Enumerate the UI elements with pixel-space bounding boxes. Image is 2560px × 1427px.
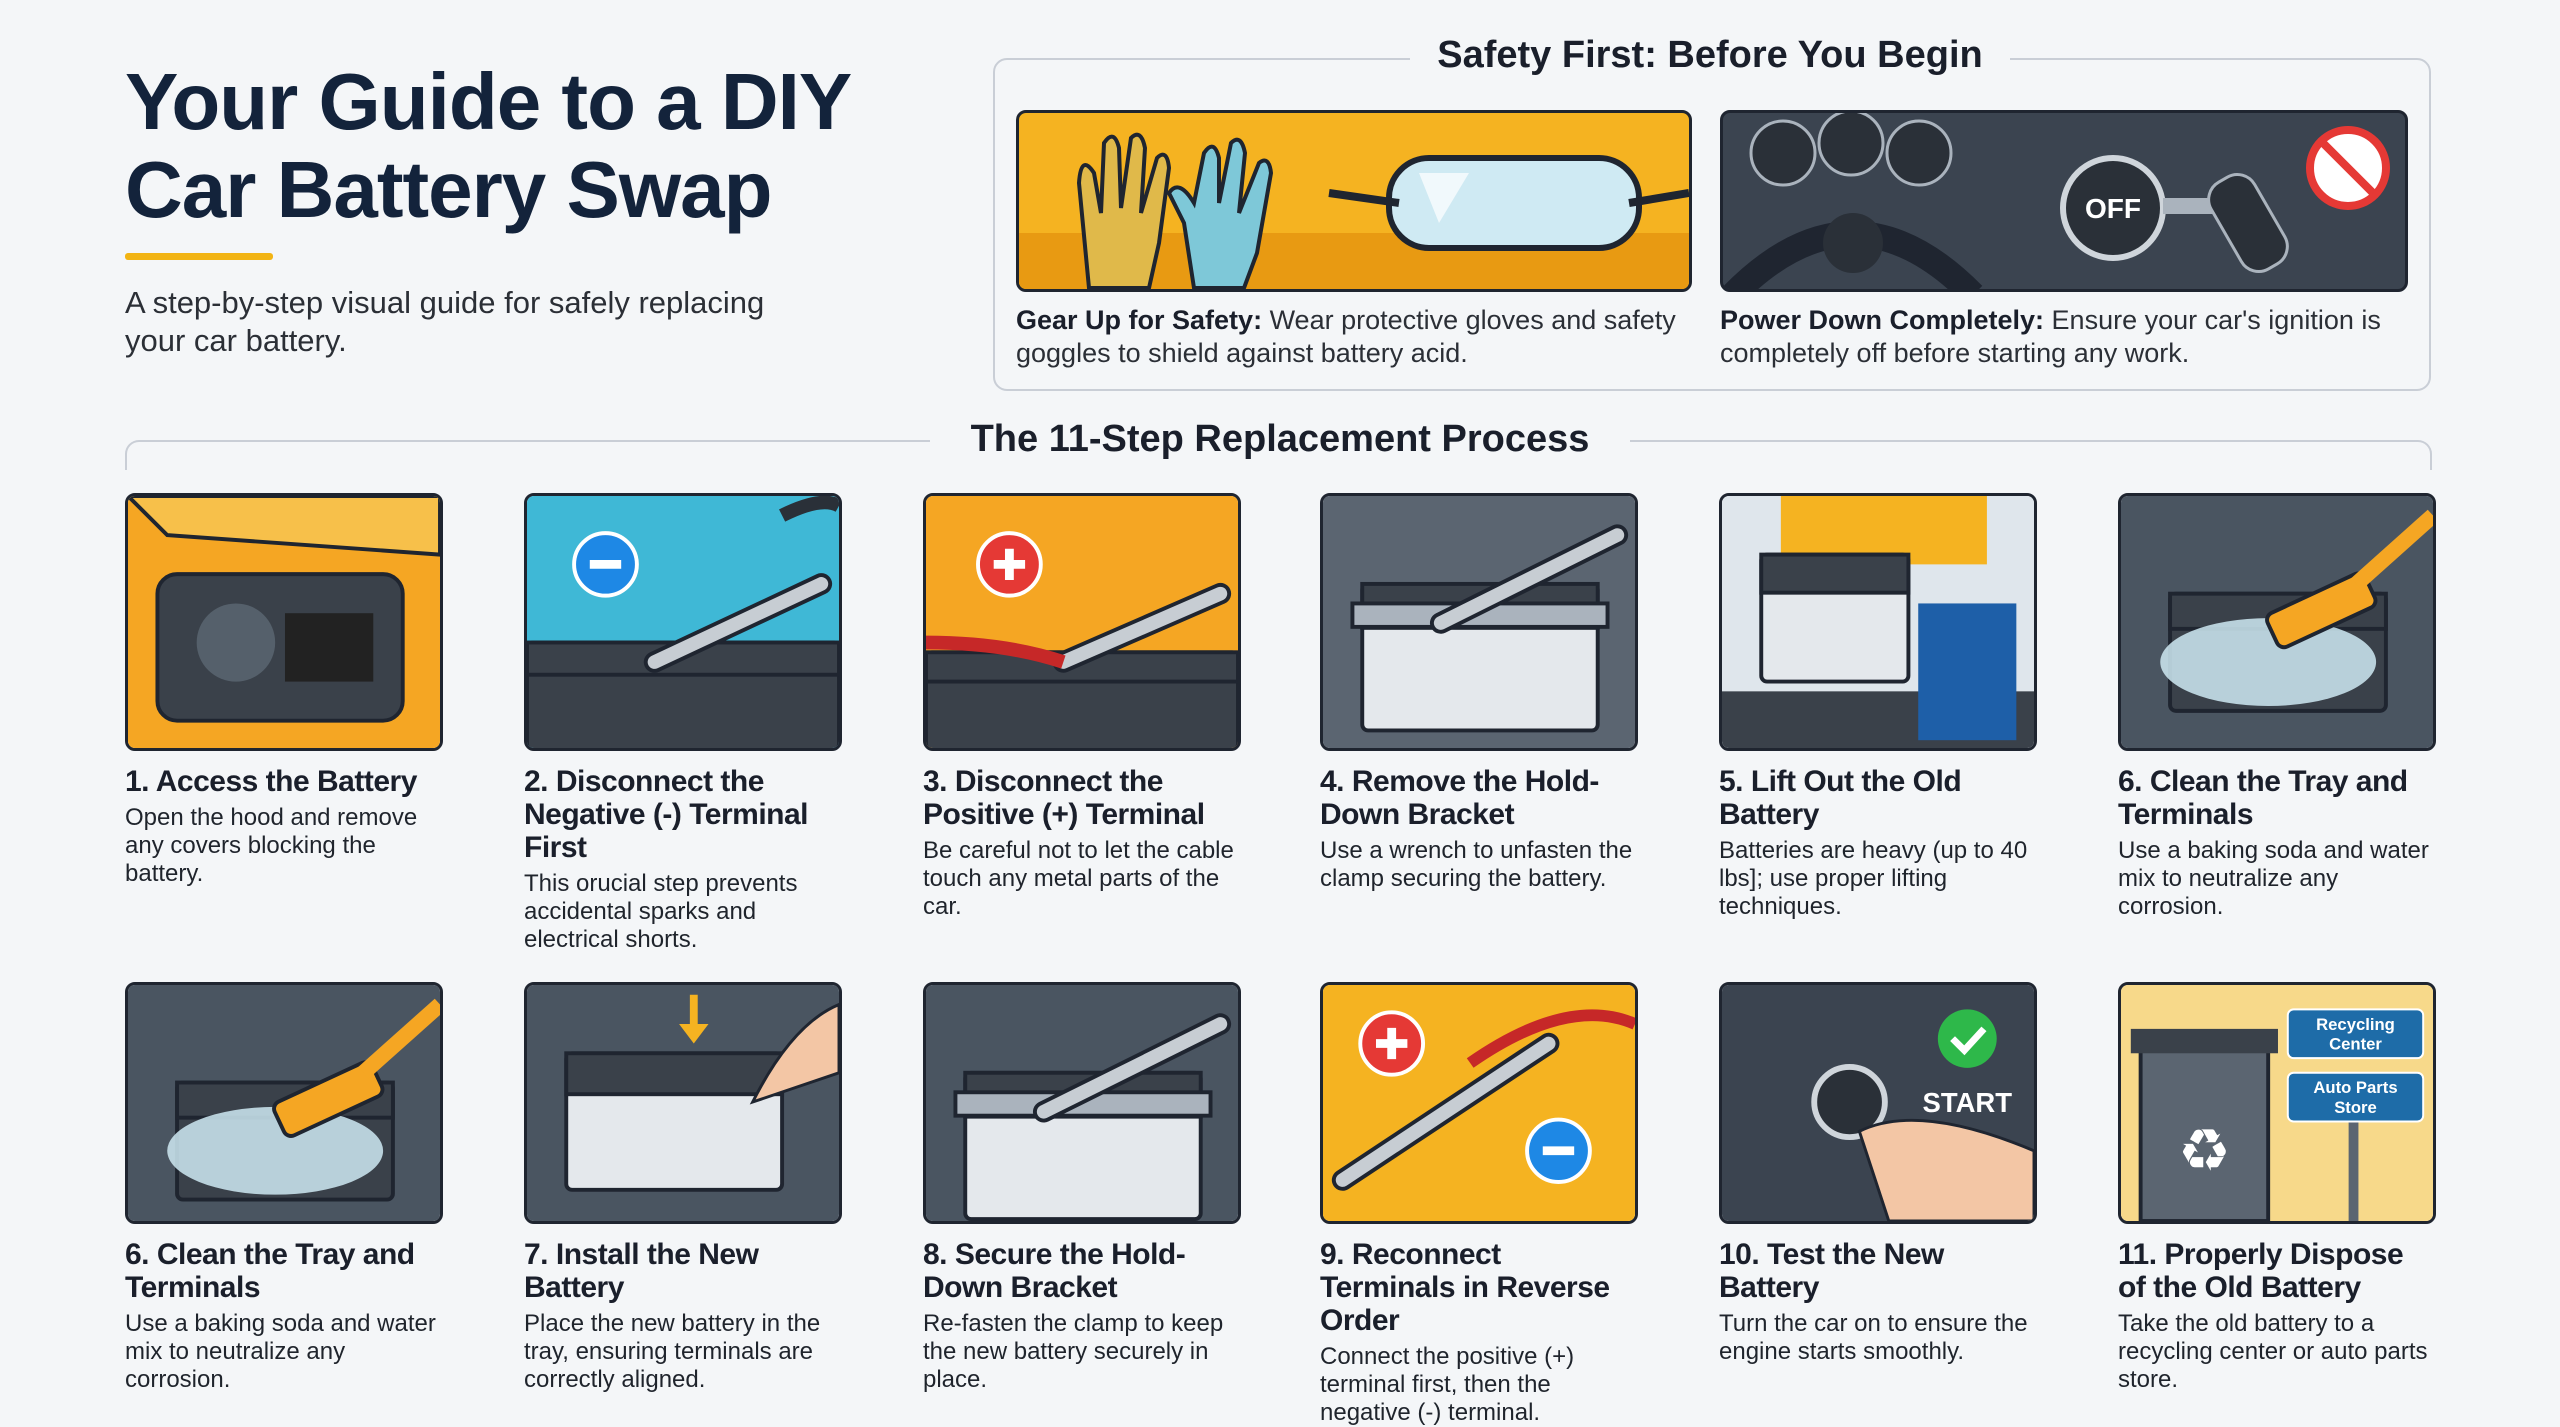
step-description: Re-fasten the clamp to keep the new batt…	[923, 1310, 1224, 1393]
step-description: Use a baking soda and water mix to neutr…	[125, 1310, 436, 1393]
lift-battery-icon	[1719, 493, 2037, 751]
open-hood-icon	[125, 493, 443, 751]
bracket-wrench-icon	[1320, 493, 1638, 751]
step-title: 5. Lift Out the Old Battery	[1719, 765, 1962, 831]
caption-text: Wear protective gloves and safety goggle…	[1016, 305, 1676, 368]
step-description: Batteries are heavy (up to 40 lbs]; use …	[1719, 837, 2028, 920]
step-title: 9. Reconnect Terminals in Reverse Order	[1320, 1238, 1610, 1337]
clean-brush-icon	[125, 982, 443, 1224]
step-title: 8. Secure the Hold-Down Bracket	[923, 1238, 1186, 1304]
svg-text:Center: Center	[2329, 1034, 2382, 1053]
start-button-icon: START	[1719, 982, 2037, 1224]
svg-text:Recycling: Recycling	[2316, 1015, 2395, 1034]
caption-heading: Power Down Completely:	[1720, 305, 2045, 335]
caption-heading: Gear Up for Safety:	[1016, 305, 1263, 335]
safety-title: Safety First: Before You Begin	[1410, 34, 2010, 77]
step-description: Use a baking soda and water mix to neutr…	[2118, 837, 2429, 920]
positive-terminal-icon	[923, 493, 1241, 751]
safety-caption-power: Power Down Completely: Ensure your car's…	[1720, 304, 2410, 370]
bracket-wrench-icon	[923, 982, 1241, 1224]
step-description: Open the hood and remove any covers bloc…	[125, 804, 418, 887]
step-title: 6. Clean the Tray and Terminals	[2118, 765, 2408, 831]
step-description: This orucial step prevents accidental sp…	[524, 870, 798, 953]
step-title: 7. Install the New Battery	[524, 1238, 759, 1304]
clean-brush-icon	[2118, 493, 2436, 751]
gloves-goggles-icon	[1016, 110, 1692, 292]
step-title: 1. Access the Battery	[125, 765, 417, 798]
negative-terminal-icon	[524, 493, 842, 751]
step-description: Take the old battery to a recycling cent…	[2118, 1310, 2428, 1393]
step-description: Turn the car on to ensure the engine sta…	[1719, 1310, 2028, 1365]
step-title: 3. Disconnect the Positive (+) Terminal	[923, 765, 1205, 831]
title-underline	[125, 253, 273, 260]
step-title: 11. Properly Dispose of the Old Battery	[2118, 1238, 2404, 1304]
ignition-off-icon: OFF	[1720, 110, 2408, 292]
safety-caption-gear: Gear Up for Safety: Wear protective glov…	[1016, 304, 1706, 370]
step-description: Be careful not to let the cable touch an…	[923, 837, 1234, 920]
step-description: Place the new battery in the tray, ensur…	[524, 1310, 821, 1393]
title-line-2: Car Battery Swap	[125, 145, 772, 234]
step-title: 2. Disconnect the Negative (-) Terminal …	[524, 765, 809, 864]
install-battery-icon	[524, 982, 842, 1224]
subtitle: A step-by-step visual guide for safely r…	[125, 285, 765, 358]
process-title: The 11-Step Replacement Process	[930, 418, 1630, 461]
step-title: 4. Remove the Hold-Down Bracket	[1320, 765, 1599, 831]
step-title: 10. Test the New Battery	[1719, 1238, 1944, 1304]
title-line-1: Your Guide to a DIY	[125, 57, 852, 146]
step-description: Use a wrench to unfasten the clamp secur…	[1320, 837, 1633, 892]
step-card: 2. Disconnect the Negative (-) Terminal …	[524, 493, 842, 954]
svg-text:Store: Store	[2334, 1098, 2377, 1117]
reconnect-icon	[1320, 982, 1638, 1224]
step-title: 6. Clean the Tray and Terminals	[125, 1238, 415, 1304]
svg-text:♻: ♻	[2178, 1118, 2231, 1183]
caption-text: Ensure your car's ignition is completely…	[1720, 305, 2381, 368]
start-label: START	[1923, 1087, 2013, 1118]
step-description: Connect the positive (+) terminal first,…	[1320, 1343, 1575, 1426]
off-label: OFF	[2085, 193, 2141, 224]
svg-text:Auto Parts: Auto Parts	[2313, 1078, 2397, 1097]
